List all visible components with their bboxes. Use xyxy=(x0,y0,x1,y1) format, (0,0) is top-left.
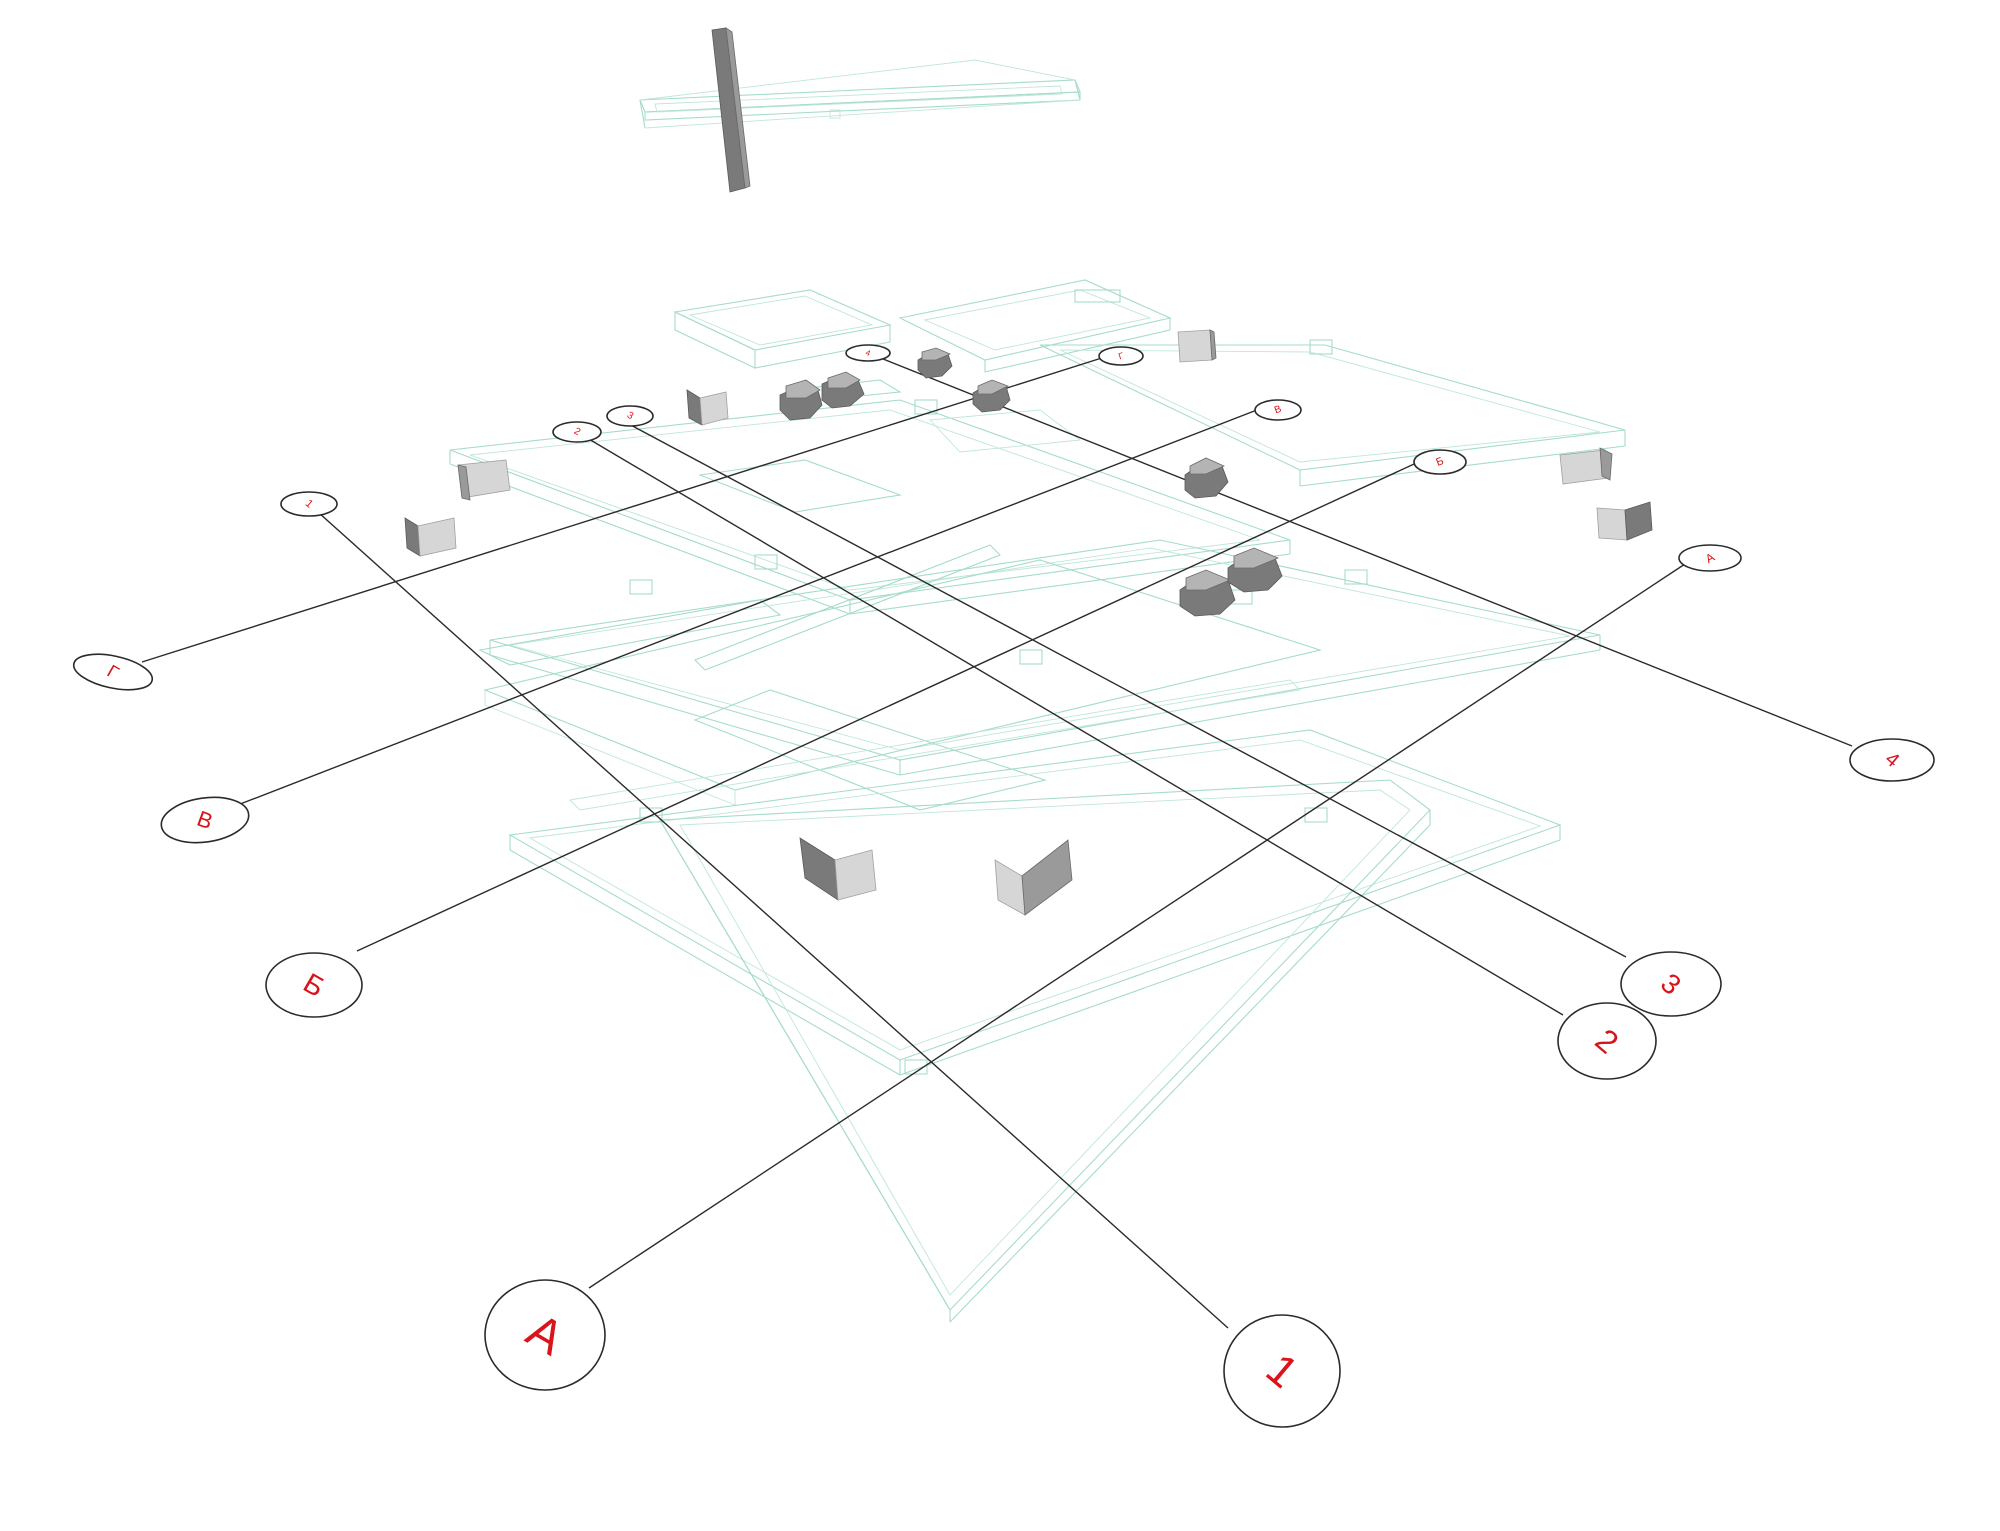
solid-objects xyxy=(404,329,1653,916)
wall-panel xyxy=(994,839,1073,916)
column-block xyxy=(1184,457,1229,499)
wall-panel xyxy=(799,837,877,901)
axis-line-4 xyxy=(867,352,1853,747)
axis-bubble-B-far: Б xyxy=(1413,449,1467,475)
axis-bubble-4-far: 4 xyxy=(845,344,891,362)
axis-bubble-3-far: 3 xyxy=(606,405,654,427)
axis-bubble-1-far: 1 xyxy=(280,491,338,517)
wall-panel xyxy=(1596,501,1653,541)
column-block xyxy=(821,371,865,409)
slab-wireframes xyxy=(449,279,1626,1323)
svg-text:4: 4 xyxy=(864,348,872,358)
axis-line-G xyxy=(141,355,1109,663)
column-block xyxy=(917,347,953,379)
axis-bubble-3-near: 3 xyxy=(1620,951,1722,1017)
wall-panel xyxy=(457,459,511,501)
column-block xyxy=(1179,569,1236,617)
axis-line-A xyxy=(588,563,1686,1289)
axis-bubble-A-far: А xyxy=(1678,544,1742,572)
axis-bubble-B-near: Б xyxy=(265,952,363,1018)
axis-bubble-A-near: А xyxy=(484,1279,606,1391)
upper-slab xyxy=(639,59,1081,129)
axis-bubble-2-near: 2 xyxy=(1557,1002,1657,1080)
svg-text:Г: Г xyxy=(1117,350,1125,361)
axis-line-V xyxy=(229,407,1263,809)
wall-panel xyxy=(404,517,457,557)
axis-bubble-V-far: В xyxy=(1254,399,1302,421)
axis-bubble-4-near: 4 xyxy=(1849,738,1935,782)
axis-bubbles: 1 2 3 4 Г В Б А xyxy=(72,344,1935,1428)
svg-text:В: В xyxy=(1273,404,1283,417)
svg-text:Б: Б xyxy=(1434,455,1445,469)
wall-panel xyxy=(1559,447,1613,485)
column-block xyxy=(972,379,1011,413)
upper-column xyxy=(711,27,751,193)
axis-bubble-2-far: 2 xyxy=(552,421,602,443)
axis-line-B xyxy=(356,458,1426,952)
column-block xyxy=(1227,547,1283,593)
wall-panel xyxy=(1177,329,1217,363)
axis-bubble-G-far: Г xyxy=(1098,346,1144,366)
svg-text:3: 3 xyxy=(625,410,636,423)
axis-line-2 xyxy=(576,431,1564,1016)
axis-bubble-G-near: Г xyxy=(72,653,154,691)
axis-line-1 xyxy=(308,503,1229,1329)
axis-line-3 xyxy=(611,414,1627,958)
column-block xyxy=(779,379,823,421)
axis-lines xyxy=(141,352,1853,1329)
svg-text:2: 2 xyxy=(572,426,583,439)
axis-bubble-1-near: 1 xyxy=(1223,1314,1341,1428)
axis-bubble-V-near: В xyxy=(160,796,250,844)
wall-panel xyxy=(686,389,729,426)
